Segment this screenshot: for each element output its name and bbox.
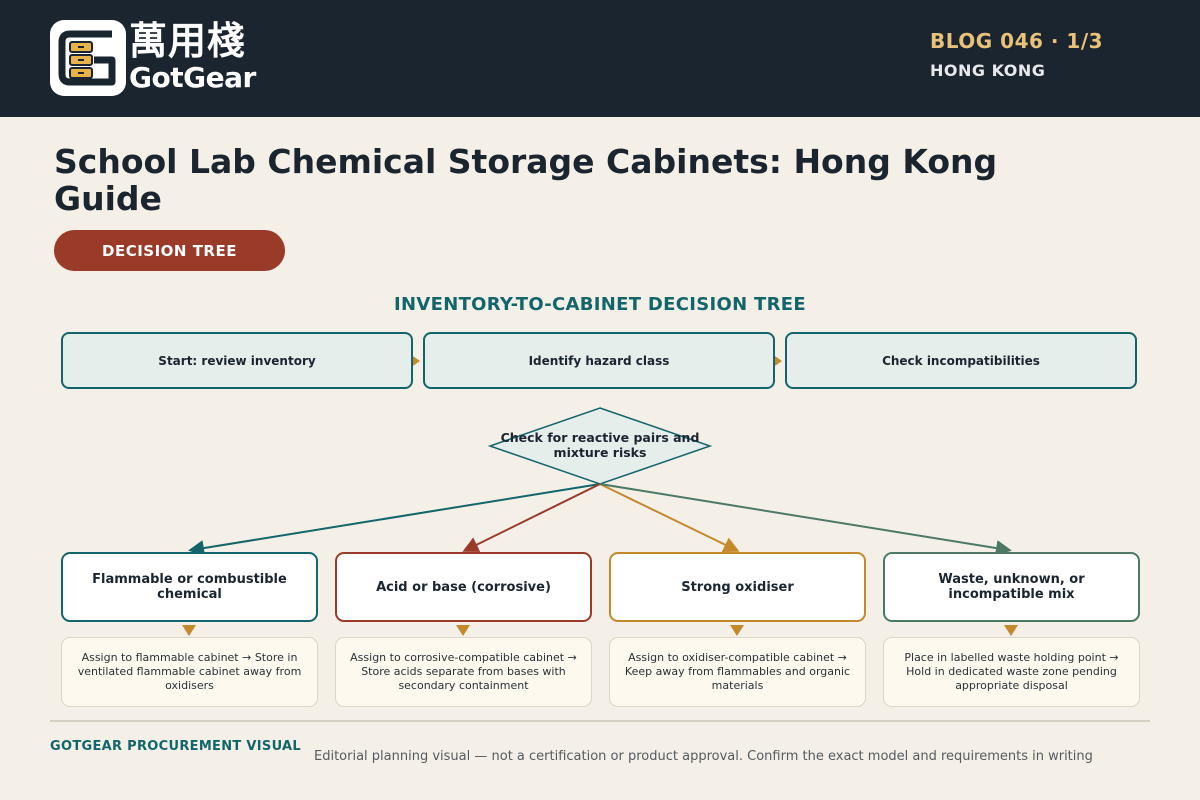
logo-english-name: GotGear (129, 61, 256, 94)
branch-line-1 (188, 483, 601, 556)
action-arrow-3 (730, 625, 744, 636)
category-oxidiser: Strong oxidiser (609, 552, 866, 622)
action-arrow-1 (182, 625, 196, 636)
step-identify-hazard-class: Identify hazard class (423, 332, 775, 389)
blog-number: BLOG 046 · 1/3 (930, 29, 1104, 53)
gotgear-logo-icon (50, 20, 126, 96)
step-check-incompatibilities: Check incompatibilities (785, 332, 1137, 389)
action-flammable: Assign to flammable cabinet → Store in v… (61, 637, 318, 707)
action-arrow-2 (456, 625, 470, 636)
logo-chinese-name: 萬用棧 (129, 19, 247, 63)
category-corrosive: Acid or base (corrosive) (335, 552, 592, 622)
diagram-title: INVENTORY-TO-CABINET DECISION TREE (394, 294, 806, 315)
header-bar: 萬用棧 GotGear BLOG 046 · 1/3 HONG KONG (0, 0, 1200, 117)
action-oxidiser: Assign to oxidiser-compatible cabinet → … (609, 637, 866, 707)
page-title: School Lab Chemical Storage Cabinets: Ho… (54, 142, 998, 218)
region-label: HONG KONG (930, 61, 1046, 80)
footer-brand: GOTGEAR PROCUREMENT VISUAL (50, 739, 301, 754)
category-flammable: Flammable or combustible chemical (61, 552, 318, 622)
footer-disclaimer: Editorial planning visual — not a certif… (314, 749, 1093, 764)
action-waste: Place in labelled waste holding point → … (883, 637, 1140, 707)
action-arrow-4 (1004, 625, 1018, 636)
action-corrosive: Assign to corrosive-compatible cabinet →… (335, 637, 592, 707)
branch-line-2 (462, 483, 601, 552)
step-review-inventory: Start: review inventory (61, 332, 413, 389)
branch-line-4 (599, 483, 1012, 556)
decision-label: Check for reactive pairs and mixture ris… (500, 430, 700, 460)
footer-divider (50, 720, 1150, 722)
decision-tree-badge: DECISION TREE (54, 230, 285, 271)
category-waste: Waste, unknown, or incompatible mix (883, 552, 1140, 622)
branch-line-3 (599, 483, 740, 552)
